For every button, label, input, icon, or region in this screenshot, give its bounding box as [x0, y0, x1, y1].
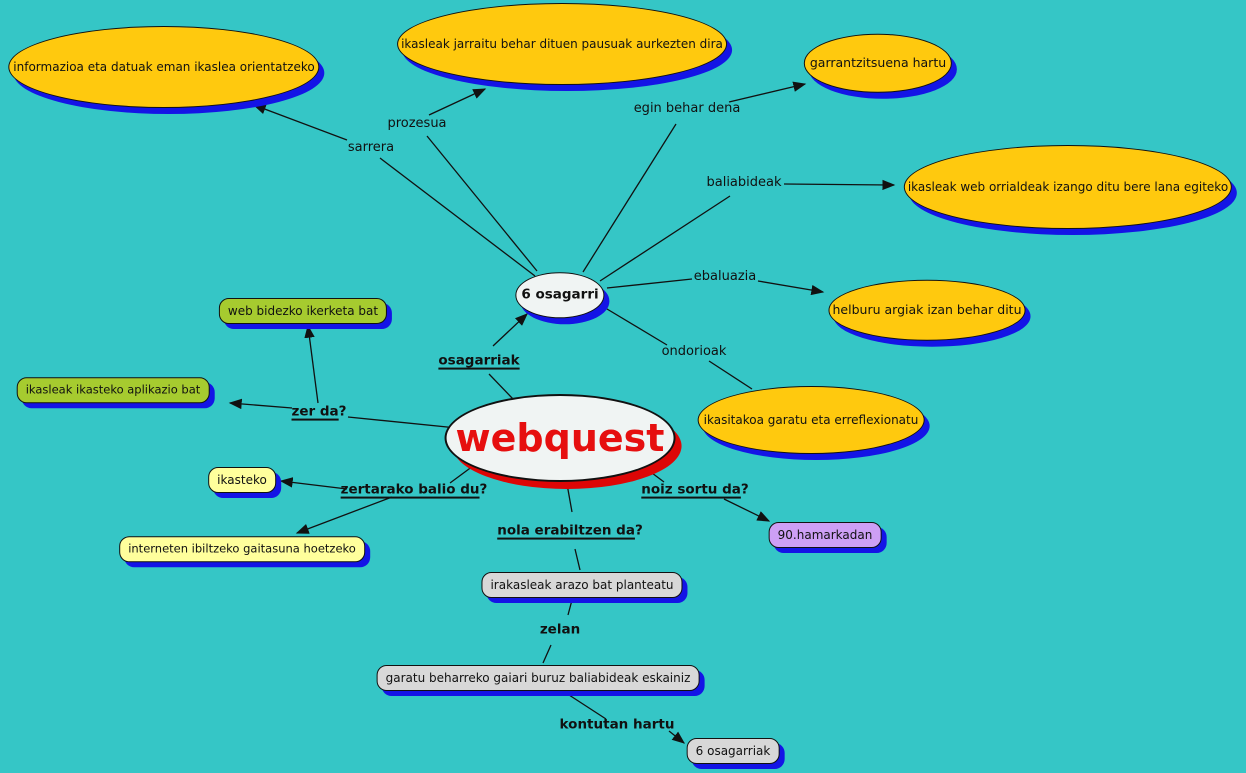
linking-label-zelan[interactable]: zelan — [539, 621, 581, 638]
concept-node-6-osagarri[interactable]: 6 osagarri — [515, 272, 605, 318]
linking-label-osagarriak-text: osagarriak — [438, 352, 520, 369]
concept-node-aplikazio[interactable]: ikasleak ikasteko aplikazio bat — [16, 377, 210, 403]
linking-label-noiz-sortu-text: noiz sortu da — [641, 481, 741, 498]
concept-node-webquest-root[interactable]: webquest — [444, 394, 676, 482]
linking-label-kontutan-hartu[interactable]: kontutan hartu — [559, 716, 675, 733]
linking-label-sarrera[interactable]: sarrera — [347, 139, 395, 155]
linking-label-prozesua[interactable]: prozesua — [387, 115, 447, 131]
concept-node-ikasteko[interactable]: ikasteko — [208, 467, 276, 493]
concept-node-6-osagarriak[interactable]: 6 osagarriak — [686, 738, 780, 764]
linking-label-zertarako-suffix: ? — [479, 481, 488, 498]
linking-label-zer-da[interactable]: zer da? — [291, 403, 347, 420]
concept-node-90-hamarkadan[interactable]: 90.hamarkadan — [768, 522, 882, 548]
concept-node-interneten[interactable]: interneten ibiltzeko gaitasuna hoetzeko — [119, 536, 365, 562]
concept-node-pausuak[interactable]: ikasleak jarraitu behar dituen pausuak a… — [397, 3, 727, 85]
linking-label-noiz-sortu-suffix: ? — [740, 481, 749, 498]
linking-label-nola-erabiltzen-da[interactable]: nola erabiltzen da? — [497, 522, 643, 539]
linking-label-zer-da-text: zer da — [291, 403, 339, 420]
linking-label-ondorioak[interactable]: ondorioak — [661, 343, 727, 359]
concept-node-informazioa[interactable]: informazioa eta datuak eman ikaslea orie… — [8, 26, 320, 108]
linking-label-zertarako-balio-du[interactable]: zertarako balio du? — [340, 481, 488, 498]
linking-label-nola-text: nola erabiltzen da — [497, 522, 635, 539]
linking-label-nola-suffix: ? — [634, 522, 643, 539]
concept-node-web-orrialdeak[interactable]: ikasleak web orrialdeak izango ditu bere… — [903, 145, 1233, 229]
linking-label-noiz-sortu-da[interactable]: noiz sortu da? — [641, 481, 749, 498]
linking-label-osagarriak[interactable]: osagarriak — [438, 352, 520, 369]
linking-label-zertarako-text: zertarako balio du — [340, 481, 480, 498]
concept-node-garrantzitsuena[interactable]: garrantzitsuena hartu — [803, 33, 953, 93]
linking-label-egin-behar-dena[interactable]: egin behar dena — [633, 100, 741, 116]
concept-node-garatu[interactable]: garatu beharreko gaiari buruz baliabidea… — [376, 665, 700, 691]
concept-node-irakasleak[interactable]: irakasleak arazo bat planteatu — [481, 572, 683, 598]
linking-label-baliabideak[interactable]: baliabideak — [706, 174, 782, 190]
concept-node-ikasitakoa[interactable]: ikasitakoa garatu eta erreflexionatu — [697, 386, 925, 454]
concept-node-web-bidezko[interactable]: web bidezko ikerketa bat — [218, 298, 388, 324]
linking-label-zer-da-suffix: ? — [338, 403, 347, 420]
linking-label-ebaluazia[interactable]: ebaluazia — [693, 268, 757, 284]
concept-node-helburu[interactable]: helburu argiak izan behar ditu — [828, 279, 1026, 341]
